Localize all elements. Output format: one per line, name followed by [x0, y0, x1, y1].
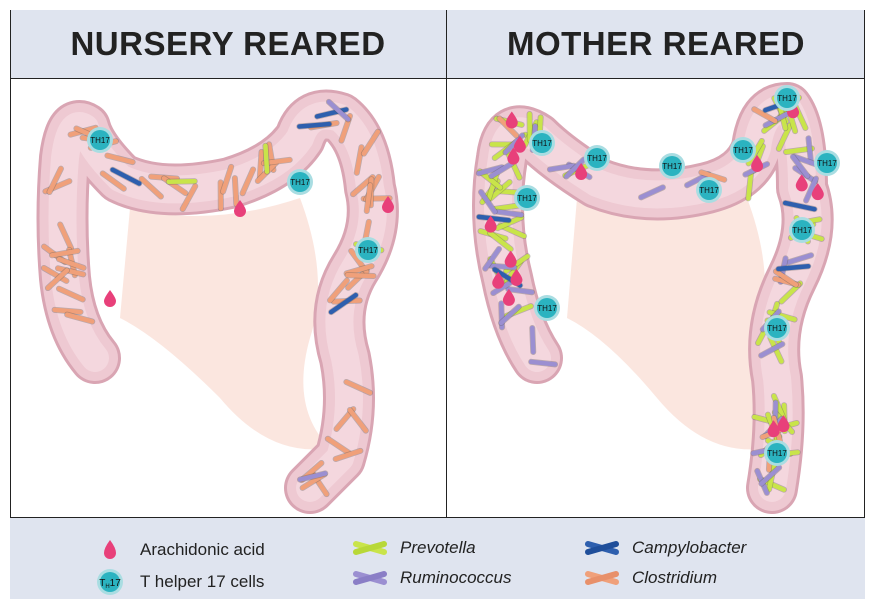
th17-cell-label: TH17 [358, 246, 378, 255]
clostridium-rod [348, 275, 374, 276]
th17-cell-label: TH17 [587, 154, 607, 163]
campylobacter-rod [778, 266, 808, 269]
nursery-intestine-illustration: TH17TH17TH17 [10, 78, 446, 518]
ruminococcus-rod [532, 328, 533, 352]
th17-cell: TH17 [534, 295, 560, 321]
arachidonic-acid-drop [104, 290, 116, 307]
th17-cell-label: TH17 [767, 449, 787, 458]
frame-right [864, 10, 865, 518]
legend-campylobacter: Campylobacter [582, 538, 746, 558]
th17-cell: TH17 [696, 177, 722, 203]
th17-cell-label: TH17 [699, 186, 719, 195]
legend-ruminococcus-label: Ruminococcus [400, 568, 512, 588]
th17-cell: TH17 [774, 85, 800, 111]
mother-intestine-illustration: TH17TH17TH17TH17TH17TH17TH17TH17TH17TH17… [447, 78, 865, 518]
th17-cell-label: TH17 [733, 146, 753, 155]
left-panel-title: NURSERY REARED [10, 10, 446, 78]
clostridium-rod [235, 178, 236, 204]
panel-divider [446, 10, 447, 518]
prevotella-rod [748, 172, 751, 198]
th17-cell: TH17 [764, 440, 790, 466]
arachidonic-acid-icon [100, 538, 120, 562]
legend-arachidonic-label: Arachidonic acid [140, 540, 265, 560]
th17-cell-label: TH17 [532, 139, 552, 148]
legend: Arachidonic acid TH17 T helper 17 cells … [10, 518, 865, 599]
th17-cell-label: TH17 [767, 324, 787, 333]
th17-cell-label: TH17 [517, 194, 537, 203]
clostridium-rod [55, 310, 81, 312]
th17-cell: TH17 [764, 315, 790, 341]
prevotella-icon [352, 538, 388, 558]
th17-cell-label: TH17 [290, 178, 310, 187]
legend-prevotella: Prevotella [350, 538, 476, 558]
th17-cell: TH17 [814, 150, 840, 176]
th17-cell: TH17 [355, 237, 381, 263]
mesentery-shape [567, 198, 767, 449]
ruminococcus-rod [531, 362, 555, 365]
th17-cell-label: TH17 [537, 304, 557, 313]
th17-cell: TH17 [789, 217, 815, 243]
th17-cell: TH17 [730, 137, 756, 163]
prevotella-rod [169, 181, 195, 182]
th17-cell: TH17 [584, 145, 610, 171]
ruminococcus-rod [498, 212, 522, 215]
ruminococcus-rod [809, 138, 811, 162]
th17-cell-label: TH17 [90, 136, 110, 145]
legend-arachidonic: Arachidonic acid [90, 538, 265, 562]
ruminococcus-icon [352, 568, 388, 588]
th17-cell-label: TH17 [777, 94, 797, 103]
ruminococcus-rod [508, 289, 532, 292]
header-underline [10, 78, 865, 79]
th17-cell-label: TH17 [662, 162, 682, 171]
th17-cell: TH17 [659, 153, 685, 179]
th17-cell-label: TH17 [792, 226, 812, 235]
clostridium-icon [584, 568, 620, 588]
legend-campylobacter-label: Campylobacter [632, 538, 746, 558]
frame-left [10, 10, 11, 518]
mesentery-shape [120, 198, 330, 449]
legend-clostridium-label: Clostridium [632, 568, 717, 588]
legend-prevotella-label: Prevotella [400, 538, 476, 558]
th17-cell-label: TH17 [817, 159, 837, 168]
th17-cell: TH17 [87, 127, 113, 153]
th17-cell: TH17 [287, 169, 313, 195]
campylobacter-rod [299, 124, 329, 126]
th17-cell: TH17 [529, 130, 555, 156]
campylobacter-icon [584, 538, 620, 558]
legend-clostridium: Clostridium [582, 568, 717, 588]
prevotella-rod [265, 146, 267, 172]
th17-cell-icon: TH17 [93, 568, 127, 596]
svg-text:TH17: TH17 [99, 578, 121, 590]
legend-th17: TH17 T helper 17 cells [90, 568, 264, 596]
legend-ruminococcus: Ruminococcus [350, 568, 512, 588]
th17-cell: TH17 [514, 185, 540, 211]
right-panel-title: MOTHER REARED [447, 10, 865, 78]
legend-th17-label: T helper 17 cells [140, 572, 264, 592]
